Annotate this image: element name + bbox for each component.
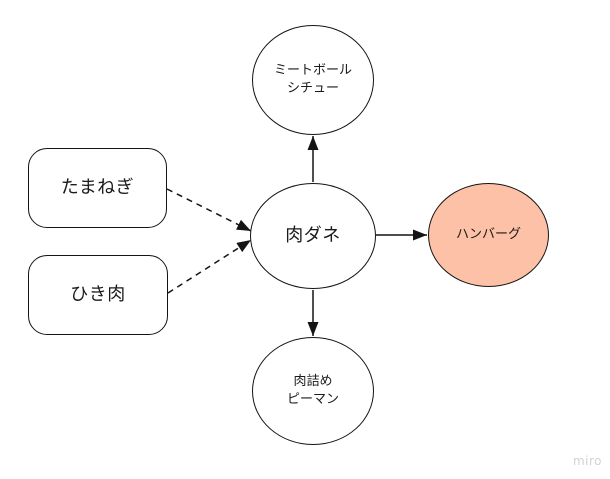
node-meatball-stew-label-line2: シチュー xyxy=(286,81,339,96)
node-meatball-stew[interactable]: ミートボール シチュー xyxy=(252,25,374,135)
node-ground-meat-label: ひき肉 xyxy=(70,284,126,305)
node-onion[interactable]: たまねぎ xyxy=(28,148,167,228)
node-meat-mixture-label: 肉ダネ xyxy=(285,225,341,246)
miro-watermark: miro xyxy=(572,454,602,468)
node-hamburger[interactable]: ハンバーグ xyxy=(428,183,549,287)
node-meatball-stew-label: ミートボール シチュー xyxy=(274,62,352,99)
node-meat-mixture[interactable]: 肉ダネ xyxy=(250,183,376,289)
node-stuffed-pepper-label: 肉詰め ピーマン xyxy=(287,373,339,410)
node-onion-label: たまねぎ xyxy=(60,177,135,198)
node-stuffed-pepper[interactable]: 肉詰め ピーマン xyxy=(252,337,374,445)
node-hamburger-label: ハンバーグ xyxy=(455,226,521,242)
connector-ground-meat-to-meat-mixture[interactable] xyxy=(167,239,252,294)
node-meatball-stew-label-line1: ミートボール xyxy=(273,62,352,78)
connector-onion-to-meat-mixture[interactable] xyxy=(166,188,252,232)
node-stuffed-pepper-label-line2: ピーマン xyxy=(286,392,339,407)
node-stuffed-pepper-label-line1: 肉詰め xyxy=(293,373,333,389)
node-ground-meat[interactable]: ひき肉 xyxy=(28,255,168,335)
